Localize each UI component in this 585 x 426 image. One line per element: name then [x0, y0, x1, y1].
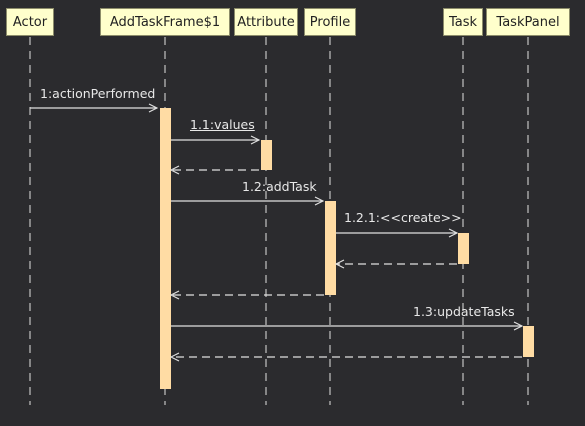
activation-bar-profile [325, 201, 336, 295]
message-label-update-tasks: 1.3:updateTasks [413, 304, 515, 319]
activation-bar-addtaskframe [160, 108, 171, 389]
participant-addtaskframe: AddTaskFrame$1 [100, 8, 230, 36]
activation-bar-task [458, 233, 469, 264]
activation-bar-attribute [261, 140, 272, 170]
message-label-create: 1.2.1:<<create>> [344, 210, 462, 225]
message-label-action-performed: 1:actionPerformed [40, 86, 156, 101]
participant-attribute: Attribute [234, 8, 298, 36]
participant-taskpanel: TaskPanel [486, 8, 570, 36]
activation-bar-taskpanel [523, 326, 534, 357]
message-label-add-task: 1.2:addTask [242, 179, 317, 194]
participant-actor: Actor [6, 8, 54, 36]
participant-task: Task [443, 8, 483, 36]
participant-profile: Profile [304, 8, 356, 36]
message-label-values: 1.1:values [190, 117, 255, 132]
